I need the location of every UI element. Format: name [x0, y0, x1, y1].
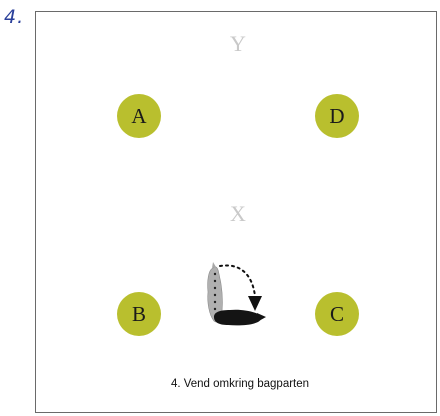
cone-d-label: D — [329, 103, 345, 128]
cone-a-label: A — [131, 103, 147, 128]
turn-arrowhead — [248, 296, 262, 311]
step-number: 4. — [4, 6, 25, 28]
cone-b-label: B — [131, 301, 146, 326]
figure-caption: 4. Vend omkring bagparten — [170, 378, 310, 390]
horse-end-position — [214, 309, 266, 326]
cone-c-label: C — [329, 301, 344, 326]
cone-a: A — [117, 94, 161, 138]
cone-c: C — [315, 292, 359, 336]
track-dots-vertical — [213, 272, 217, 311]
turn-arc-dotted — [219, 264, 256, 297]
cone-d: D — [315, 94, 359, 138]
marker-x: X — [230, 201, 246, 226]
cone-b: B — [117, 292, 161, 336]
dressage-arena — [35, 11, 437, 413]
marker-y: Y — [230, 31, 246, 56]
